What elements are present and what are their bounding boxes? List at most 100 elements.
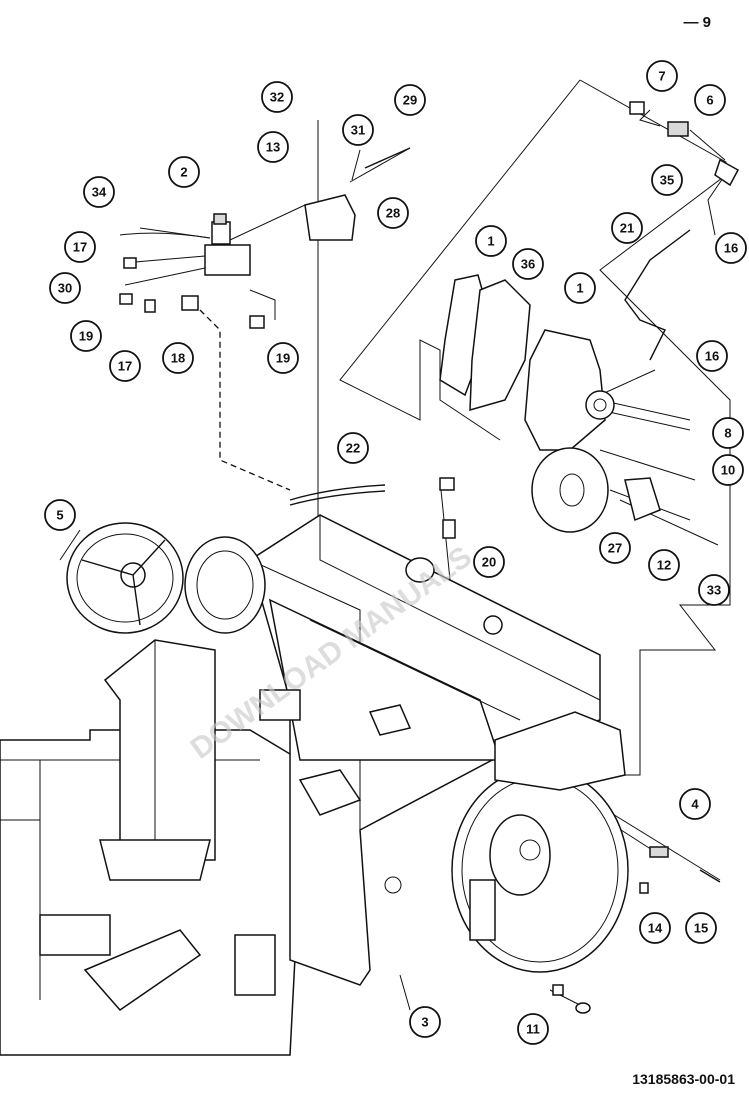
callout-label: 3 [421,1015,428,1030]
drive-disc [531,447,609,533]
callout-11: 11 [517,1013,549,1045]
callout-34: 34 [83,176,115,208]
callout-label: 28 [386,206,400,221]
roller-drum [451,711,629,973]
callout-circle [64,231,96,263]
detail-outline-left [339,79,581,441]
callout-circle [696,340,728,372]
callout-1: 1 [475,225,507,257]
callout-3: 3 [409,1006,441,1038]
callout-8: 8 [712,417,744,449]
callout-32: 32 [261,81,293,113]
callout-circle [394,84,426,116]
callout-label: 19 [79,329,93,344]
callout-label: 1 [576,281,583,296]
shim-14 [639,882,649,894]
pump-bracket [524,329,606,451]
callout-circle [337,432,369,464]
callout-circle [49,272,81,304]
fitting-6 [667,121,689,137]
bolt-15 [699,869,721,883]
callout-circle [70,320,102,352]
callout-label: 16 [724,241,738,256]
callout-label: 8 [724,426,731,441]
plate-36 [469,279,531,412]
callout-28: 28 [377,197,409,229]
callout-label: 17 [73,240,87,255]
callout-10: 10 [712,454,744,486]
callout-circle [517,1013,549,1045]
callout-circle [162,342,194,374]
callout-label: 19 [276,351,290,366]
callout-label: 18 [171,351,185,366]
document-id: 13185863-00-01 [632,1071,735,1087]
callout-circle [257,131,289,163]
callout-label: 22 [346,441,360,456]
callout-label: 17 [118,359,132,374]
callout-19: 19 [267,342,299,374]
callout-15: 15 [685,912,717,944]
callout-17: 17 [64,231,96,263]
callout-1: 1 [564,272,596,304]
callout-label: 2 [180,165,187,180]
tank-body [249,514,601,986]
callout-22: 22 [337,432,369,464]
callout-label: 6 [706,93,713,108]
callout-label: 20 [482,555,496,570]
callout-label: 16 [705,349,719,364]
clip-4 [649,846,669,858]
callout-circle [694,84,726,116]
callout-circle [473,546,505,578]
callout-label: 12 [657,558,671,573]
bolt-29 [364,147,411,169]
callout-circle [267,342,299,374]
callout-13: 13 [257,131,289,163]
callout-label: 7 [658,69,665,84]
callout-label: 5 [56,508,63,523]
callout-circle [646,60,678,92]
callout-label: 27 [608,541,622,556]
callout-label: 1 [487,234,494,249]
callout-19: 19 [70,320,102,352]
callout-circle [698,574,730,606]
callout-35: 35 [651,164,683,196]
callout-circle [409,1006,441,1038]
callout-7: 7 [646,60,678,92]
callout-5: 5 [44,499,76,531]
elbow-35 [714,158,740,187]
callout-2: 2 [168,156,200,188]
fitting-20 [442,519,456,539]
callout-label: 14 [648,921,663,936]
callout-label: 11 [526,1022,540,1037]
callout-label: 29 [403,93,417,108]
callout-label: 30 [58,281,72,296]
callout-circle [599,532,631,564]
callout-label: 33 [707,583,721,598]
fitting-7 [629,101,645,115]
callout-label: 4 [691,797,699,812]
callout-20: 20 [473,546,505,578]
callout-29: 29 [394,84,426,116]
callout-36: 36 [512,248,544,280]
callout-16: 16 [696,340,728,372]
callout-label: 34 [92,185,107,200]
callout-31: 31 [342,114,374,146]
callout-circle [342,114,374,146]
callout-circle [564,272,596,304]
callout-18: 18 [162,342,194,374]
callout-label: 10 [721,463,735,478]
callout-label: 35 [660,173,674,188]
callout-12: 12 [648,549,680,581]
callout-label: 15 [694,921,708,936]
callout-circle [685,912,717,944]
callout-label: 21 [620,221,634,236]
callout-circle [475,225,507,257]
callout-circle [512,248,544,280]
callout-circle [712,454,744,486]
callout-circle [83,176,115,208]
callout-27: 27 [599,532,631,564]
callout-circle [109,350,141,382]
callout-17: 17 [109,350,141,382]
